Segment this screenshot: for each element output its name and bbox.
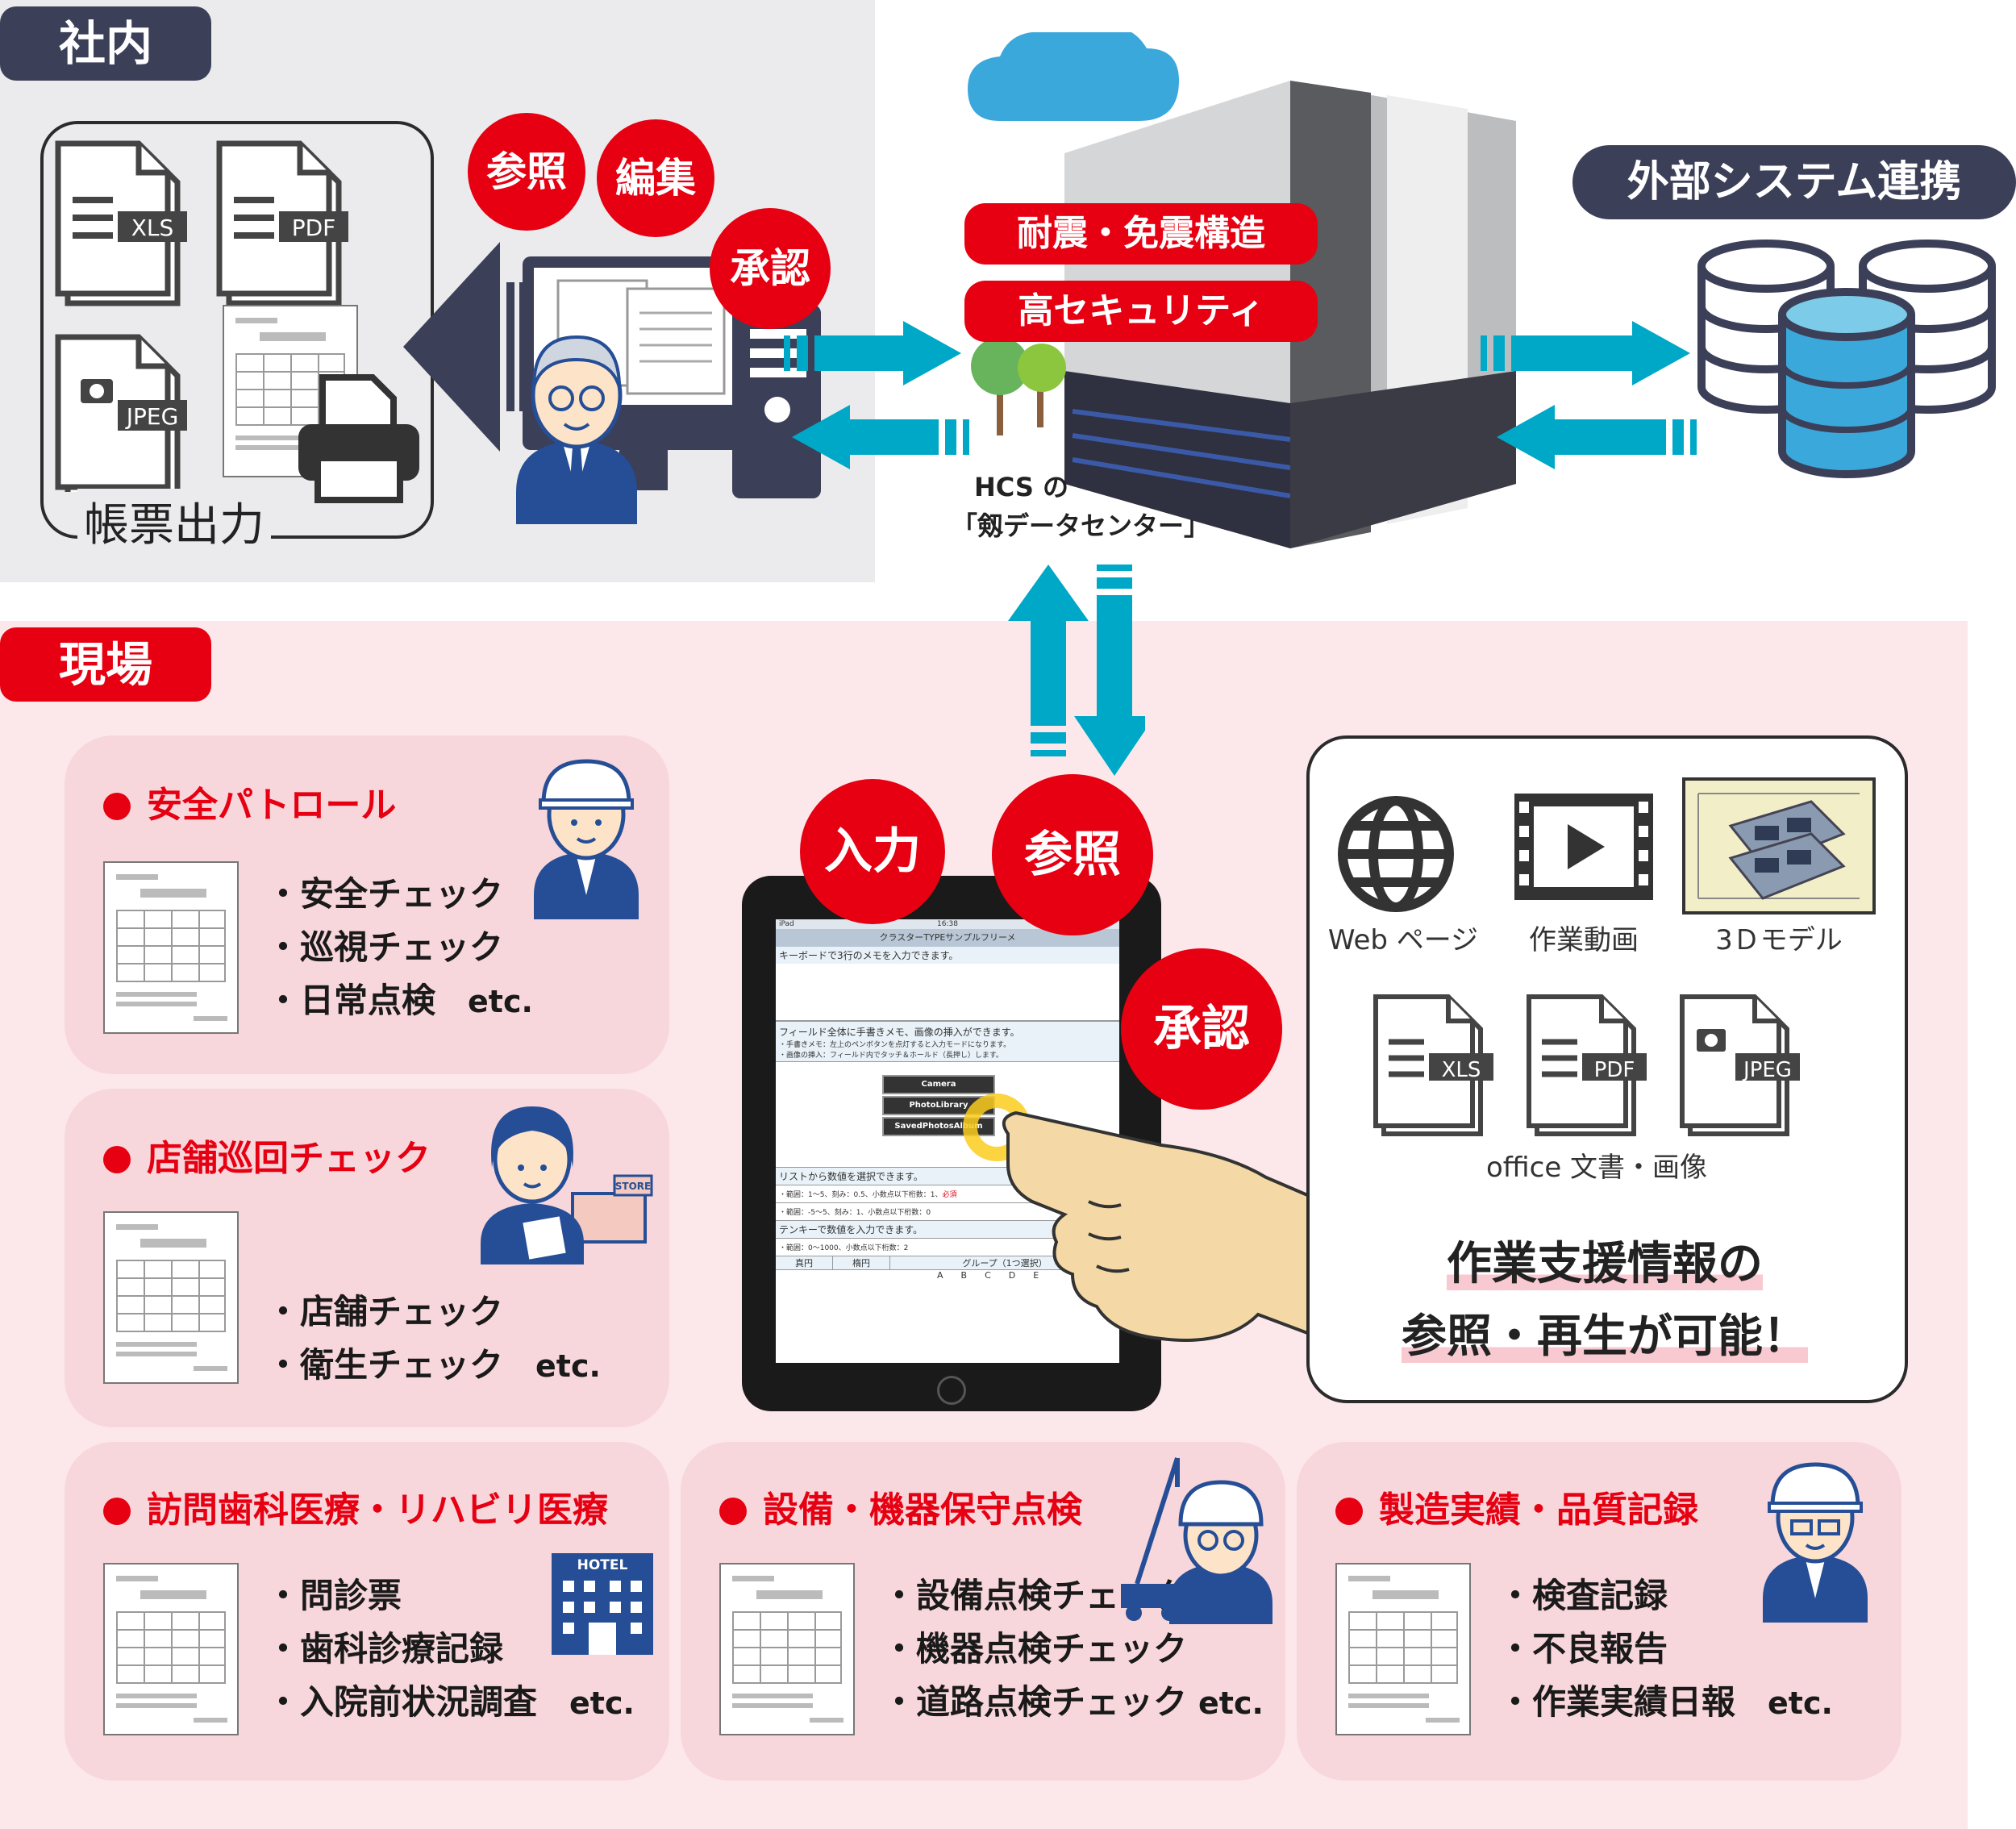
tablet-range2[interactable]: ・範囲：-5〜5、刻み：1、小数点以下桁数：0 [776,1202,1119,1220]
office-document-stack-icon [1373,994,1800,1136]
table-header-3: グループ（1つ選択） [962,1258,1048,1269]
office-sync-arrow-icon [784,321,969,469]
woman-clerk-icon: STORE [481,1106,653,1264]
store-sign-text: STORE [615,1181,651,1192]
web-page-caption: Web ページ [1327,924,1479,956]
menu-camera[interactable]: Camera [882,1075,995,1094]
site-sync-arrow-icon [1008,565,1145,776]
tablet-approve-bubble: 承認 [1121,948,1282,1110]
form-sheet [103,861,239,1034]
crane-truck-icon [1121,1457,1272,1624]
tablet-tenkey-note: テンキーで数値を入力できます。 [776,1220,1119,1238]
support-jpeg-label: JPEG [1743,1058,1792,1082]
use-case-title: 設備・機器保守点検 [719,1481,1082,1532]
tablet-range3[interactable]: ・範囲：0〜1000、小数点以下桁数：2 [776,1238,1119,1256]
work-video-caption: 作業動画 [1529,924,1639,956]
database-icon [1697,240,1996,478]
tablet-range1[interactable]: ・範囲：1〜5、刻み：0.5、小数点以下桁数：1、必須 [776,1185,1119,1202]
pdf-label: PDF [291,215,336,241]
tablet-screen: iPad 16:38 クラスターTYPEサンプルフリーメ キーボードで3行のメモ… [776,919,1119,1363]
office-view-bubble: 参照 [468,113,585,231]
site-section-label: 現場 [0,627,211,702]
tablet-drawing-field[interactable]: Camera PhotoLibrary SavedPhotosAlbum [776,1061,1119,1168]
tablet-memo-field[interactable] [776,964,1119,1021]
form-sheet [103,1563,239,1735]
jpeg-label: JPEG [126,403,179,430]
datacenter-caption: HCS の 「剱データセンター」 [952,472,1210,541]
tablet-input-bubble: 入力 [800,779,945,924]
3d-model-icon [1682,777,1876,914]
support-message-line2: 参照・再生が可能！ [1402,1310,1808,1363]
table-header-2: 楕円 [833,1256,890,1269]
worker-helmet-glasses-icon [1763,1462,1868,1623]
use-case-title: 安全パトロール [103,776,396,827]
use-case-title: 店舗巡回チェック [103,1129,431,1181]
tree-icon [971,337,1066,435]
form-sheet [1335,1563,1471,1735]
worker-helmet-icon [534,759,639,919]
globe-icon [1338,796,1454,912]
xls-label: XLS [131,215,174,241]
use-case-title: 訪問歯科医療・リハビリ医療 [103,1481,608,1532]
tablet-status-carrier: iPad [779,920,794,928]
office-edit-bubble: 編集 [597,119,714,237]
external-system-label: 外部システム連携 [1572,145,2016,219]
office-docs-caption: office 文書・画像 [1485,1152,1708,1184]
tablet-image-hint: ・画像の挿入：フィールド内でタッチ＆ホールド（長押し）します。 [779,1052,1003,1060]
office-section-label: 社内 [0,6,211,81]
hotel-icon: HOTEL [552,1553,653,1655]
external-sync-arrow-icon [1481,321,1697,469]
document-stack-icon [55,140,348,492]
tablet-keyboard-note: キーボードで3行のメモを入力できます。 [776,947,1119,964]
report-output-label: 帳票出力 [77,489,271,554]
tablet-handwrite-hint: ・手書きメモ：左上のペンボタンを点灯すると入力モードになります。 [779,1041,1011,1049]
tablet-handwrite-note: フィールド全体に手書きメモ、画像の挿入ができます。 [779,1027,1020,1038]
tablet-status-time: 16:38 [937,920,958,928]
output-arrow-icon [403,242,524,452]
support-message-line1: 作業支援情報の [1447,1238,1763,1290]
support-xls-label: XLS [1441,1058,1481,1082]
support-pdf-label: PDF [1593,1058,1635,1082]
pointing-hand-icon [1002,1110,1324,1342]
office-approve-bubble: 承認 [710,208,831,329]
businessman-icon [516,335,637,524]
seismic-structure-label: 耐震・免震構造 [964,203,1318,265]
tablet-view-bubble: 参照 [992,774,1153,935]
cloud-icon [968,32,1179,121]
high-security-label: 高セキュリティ [964,281,1318,342]
table-header-1: 真円 [776,1256,833,1269]
use-case-title: 製造実績・品質記録 [1335,1481,1698,1532]
video-icon [1514,794,1653,900]
hotel-sign-text: HOTEL [577,1557,628,1573]
3d-model-caption: 3Ｄモデル [1715,924,1843,956]
tablet-nav-title: クラスターTYPEサンプルフリーメ [776,929,1119,947]
printer-icon [298,374,419,503]
form-sheet [719,1563,855,1735]
tablet-home-button [937,1376,966,1405]
form-sheet [103,1211,239,1384]
